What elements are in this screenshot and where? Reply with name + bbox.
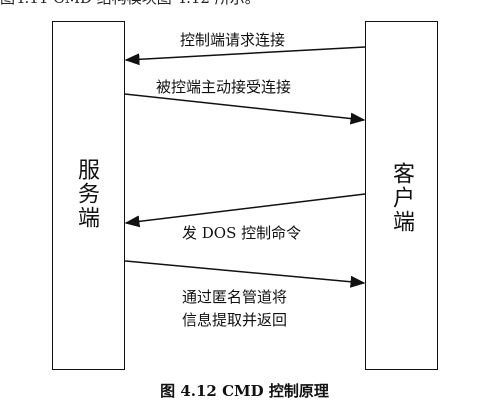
message-dos-command: 发 DOS 控制命令 bbox=[182, 224, 302, 242]
message-request: 控制端请求连接 bbox=[180, 31, 286, 49]
client-label: 客户端 bbox=[389, 162, 414, 234]
figure-caption: 图 4.12 CMD 控制原理 bbox=[160, 382, 329, 400]
truncated-top-text: 图4.11 CMD 结构模块图 4.12 所示。 bbox=[0, 0, 489, 8]
arrow-accept bbox=[124, 93, 366, 125]
arrow-dos-command bbox=[124, 193, 366, 228]
arrow-return bbox=[124, 260, 366, 288]
message-return-line1: 通过匿名管道将 bbox=[182, 288, 288, 306]
client-box: 客户端 bbox=[365, 21, 438, 370]
arrow-request bbox=[124, 46, 366, 66]
server-box: 服务端 bbox=[52, 21, 125, 370]
message-return-line2: 信息提取并返回 bbox=[182, 311, 288, 329]
server-label: 服务端 bbox=[74, 158, 99, 230]
message-accept: 被控端主动接受连接 bbox=[156, 78, 292, 96]
